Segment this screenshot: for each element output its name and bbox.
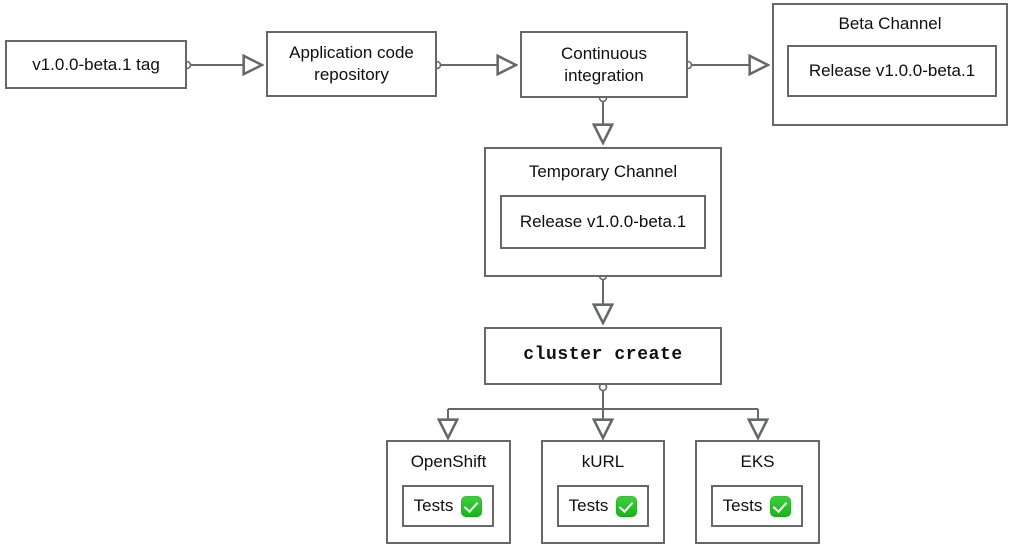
node-cluster-create[interactable]: cluster create: [484, 327, 722, 385]
check-mark-icon: [770, 495, 792, 517]
temporary-channel-title: Temporary Channel: [528, 162, 678, 181]
kurl-tests-box[interactable]: Tests: [557, 485, 649, 527]
openshift-tests-row: Tests: [413, 495, 483, 517]
eks-title: EKS: [740, 452, 775, 471]
eks-tests-box[interactable]: Tests: [711, 485, 803, 527]
kurl-tests-label: Tests: [568, 496, 609, 515]
eks-tests-row: Tests: [722, 495, 792, 517]
temporary-channel-release-box[interactable]: Release v1.0.0-beta.1: [500, 195, 706, 249]
node-repo-line1: Application code: [289, 43, 414, 63]
check-mark-icon: [461, 495, 483, 517]
node-kurl[interactable]: kURL Tests: [541, 440, 665, 544]
eks-tests-label: Tests: [722, 496, 763, 515]
node-cluster-create-label: cluster create: [523, 345, 683, 366]
kurl-tests-row: Tests: [568, 495, 638, 517]
node-application-code-repository[interactable]: Application code repository: [266, 31, 437, 97]
node-tag-label: v1.0.0-beta.1 tag: [32, 54, 160, 74]
node-temporary-channel[interactable]: Temporary Channel Release v1.0.0-beta.1: [484, 147, 722, 277]
node-ci-label: Continuous integration: [561, 43, 647, 87]
beta-channel-release-label: Release v1.0.0-beta.1: [808, 61, 976, 80]
node-beta-channel[interactable]: Beta Channel Release v1.0.0-beta.1: [772, 3, 1008, 126]
node-repo-line2: repository: [314, 65, 389, 84]
node-ci-line1: Continuous: [560, 43, 647, 63]
check-mark-icon: [616, 495, 638, 517]
node-eks[interactable]: EKS Tests: [695, 440, 820, 544]
temporary-channel-release-label: Release v1.0.0-beta.1: [519, 212, 687, 231]
beta-channel-title: Beta Channel: [838, 14, 942, 33]
kurl-title: kURL: [581, 452, 625, 471]
beta-channel-release-box[interactable]: Release v1.0.0-beta.1: [787, 45, 997, 97]
node-ci-line2: integration: [564, 65, 644, 85]
node-openshift[interactable]: OpenShift Tests: [386, 440, 511, 544]
openshift-tests-label: Tests: [413, 496, 454, 515]
openshift-title: OpenShift: [410, 452, 487, 471]
openshift-tests-box[interactable]: Tests: [402, 485, 494, 527]
node-continuous-integration[interactable]: Continuous integration: [520, 31, 688, 98]
node-tag[interactable]: v1.0.0-beta.1 tag: [5, 40, 187, 89]
node-repo-label: Application code repository: [289, 42, 414, 86]
